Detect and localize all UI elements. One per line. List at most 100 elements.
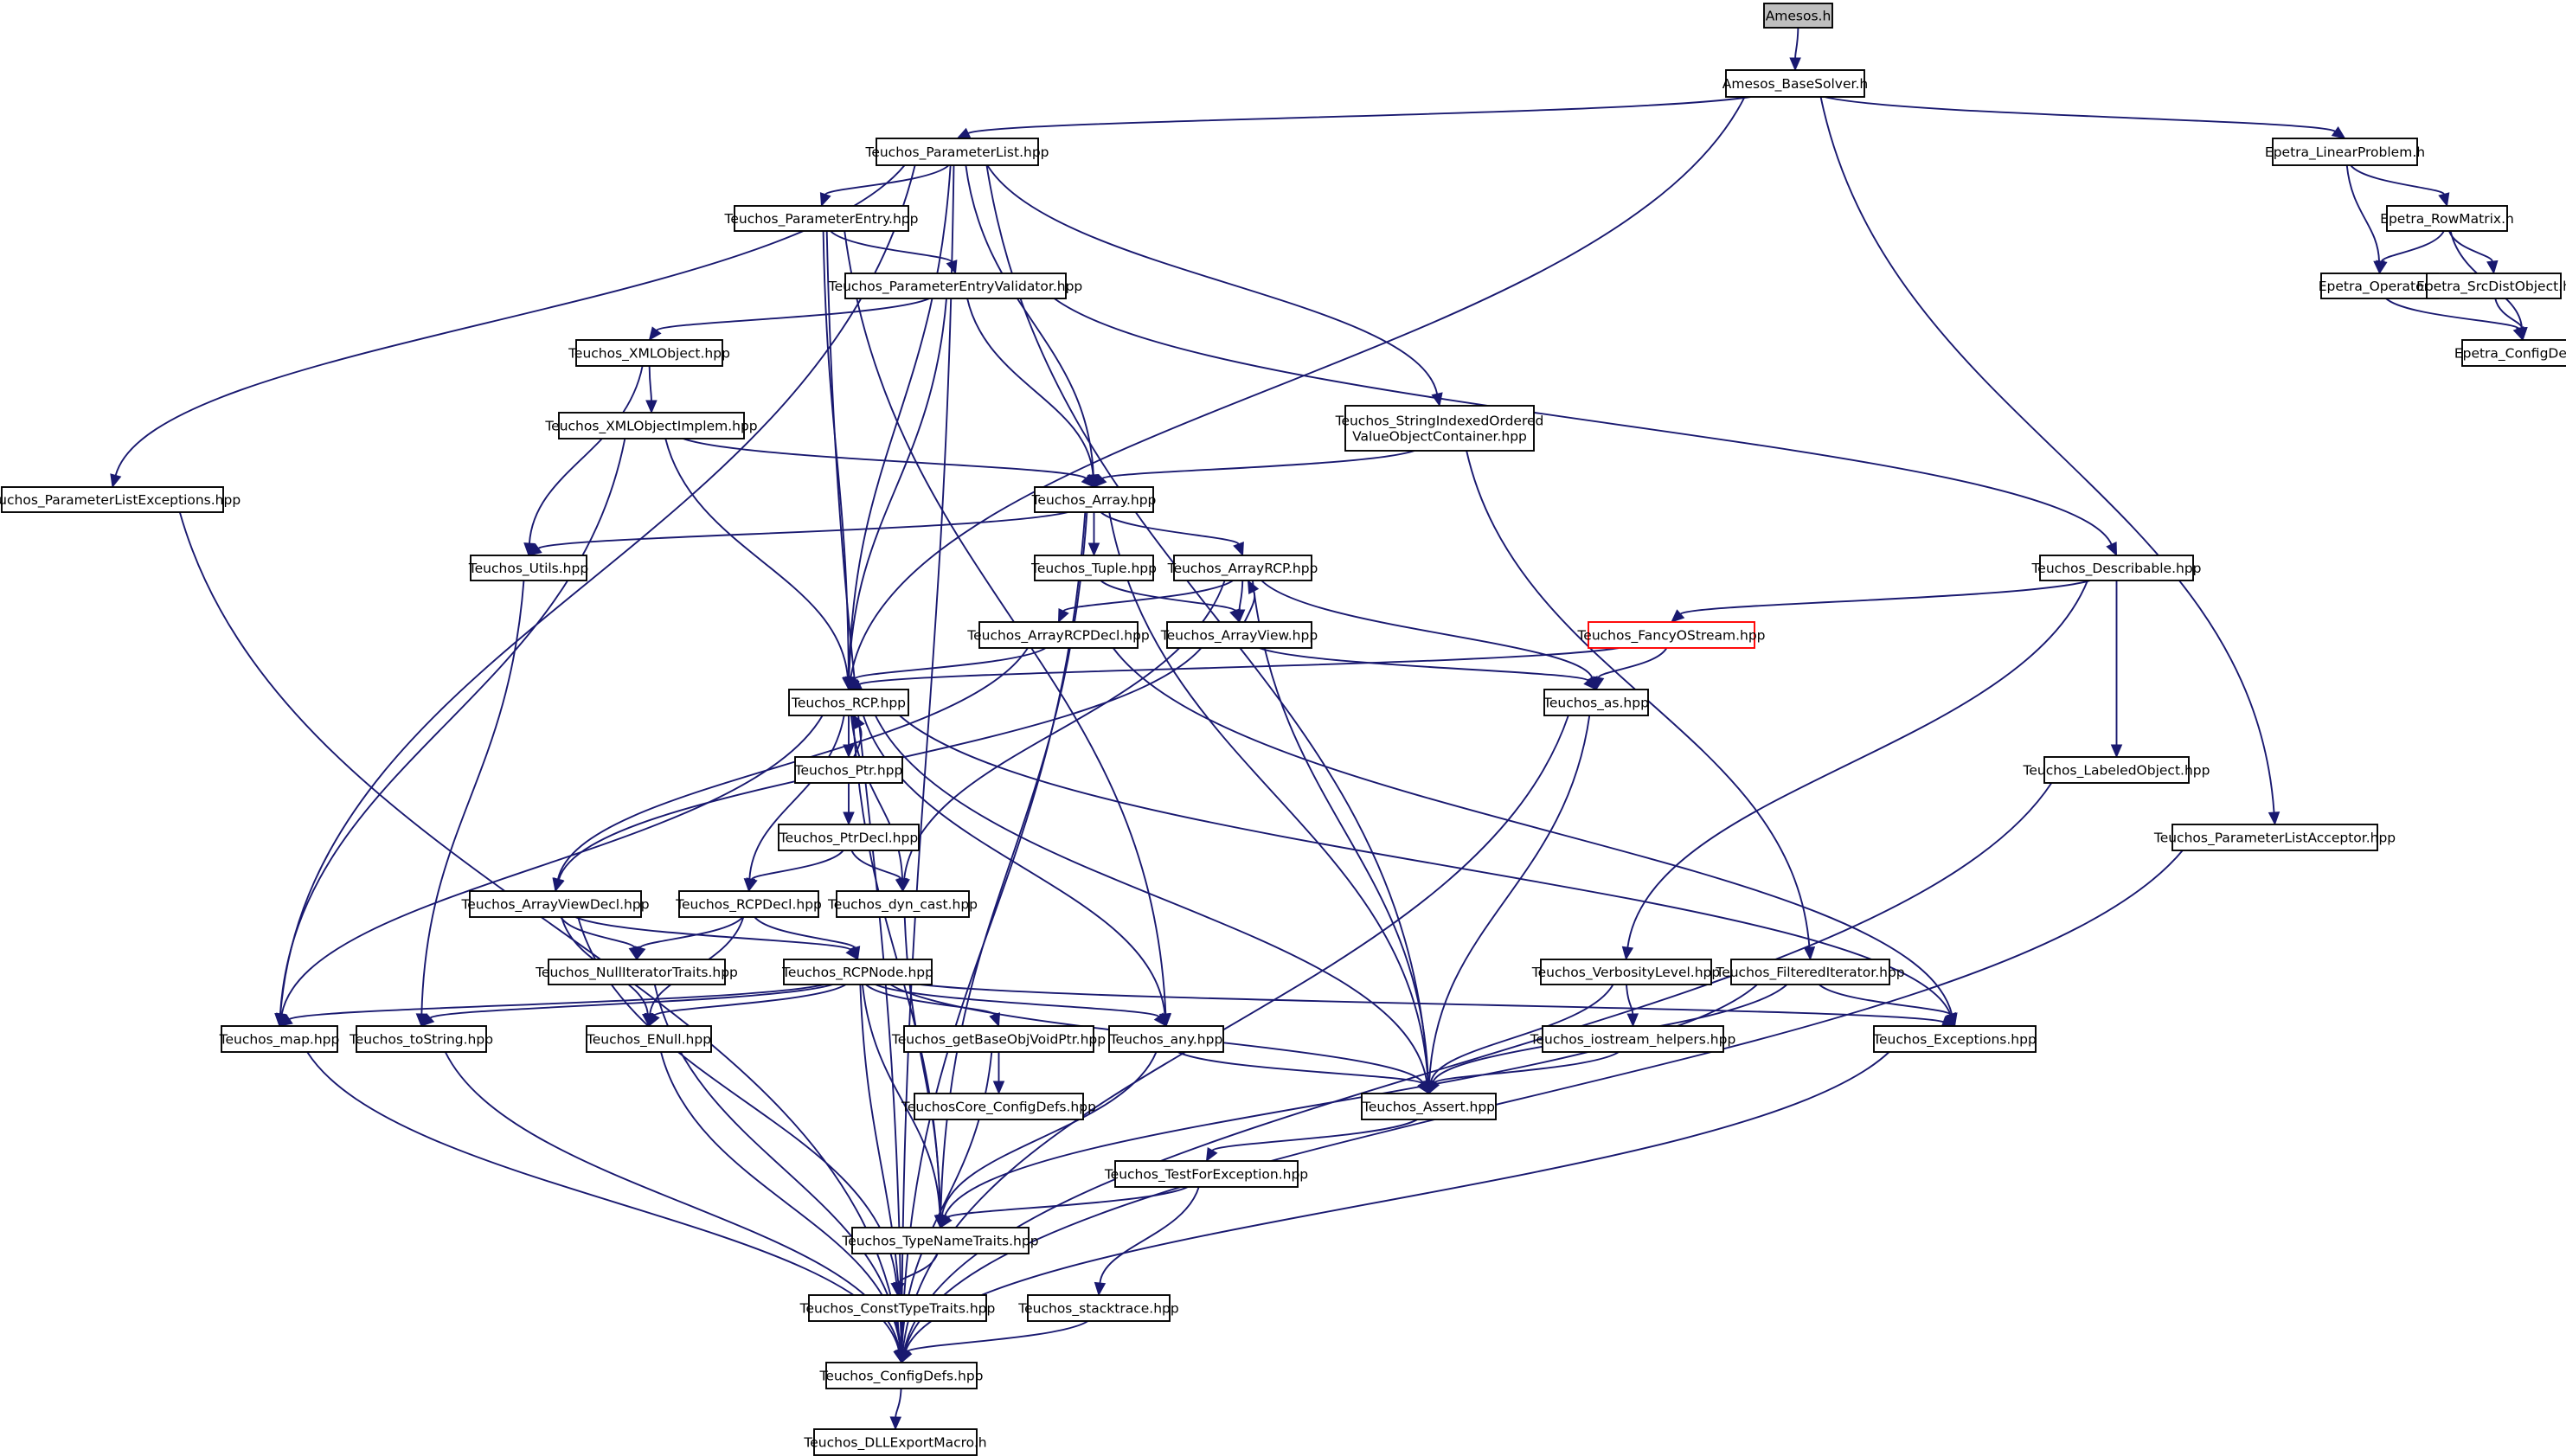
node-label: Teuchos_ArrayRCPDecl.hpp (966, 628, 1150, 645)
edge-line (664, 438, 849, 678)
edge-rcp-to-map (276, 715, 824, 1028)
node-arrayrcp[interactable]: Teuchos_ArrayRCP.hpp (1167, 555, 1318, 581)
edge-iostream-to-assert (1427, 1051, 1620, 1095)
node-label: Teuchos_getBaseObjVoidPtr.hpp (891, 1032, 1106, 1049)
edge-epetra_rowmatrix-to-epetra_operator (2376, 230, 2445, 275)
edge-any-to-assert (1177, 1051, 1430, 1095)
edge-line (1112, 647, 1953, 1015)
node-epetra_operator[interactable]: Epetra_Operator.h (2319, 273, 2441, 299)
arrowhead-icon (523, 542, 536, 557)
node-dyncast[interactable]: Teuchos_dyn_cast.hpp (827, 890, 978, 918)
edge-line (830, 230, 953, 263)
node-xmlobject[interactable]: Teuchos_XMLObject.hpp (568, 339, 730, 367)
node-fancyostream[interactable]: Teuchos_FancyOStream.hpp (1576, 621, 1766, 649)
edge-line (850, 715, 903, 880)
node-box (1873, 1025, 2037, 1053)
node-arrayview[interactable]: Teuchos_ArrayView.hpp (1160, 621, 1318, 649)
node-box (586, 1025, 712, 1053)
node-label: Teuchos_RCP.hpp (791, 696, 906, 712)
node-rcp[interactable]: Teuchos_RCP.hpp (788, 689, 909, 716)
node-stringindexed[interactable]: Teuchos_StringIndexedOrderedValueObjectC… (1335, 405, 1544, 452)
edge-line (859, 647, 1620, 685)
node-ptr[interactable]: Teuchos_Ptr.hpp (794, 756, 903, 784)
node-ptrdecl[interactable]: Teuchos_PtrDecl.hpp (778, 824, 920, 851)
edge-paramentryvalidator-to-xmlobject (648, 298, 930, 342)
edge-line (748, 715, 845, 880)
node-label: Teuchos_LabeledObject.hpp (2023, 763, 2210, 779)
nodes-layer: Amesos.hAmesos_BaseSolver.hTeuchos_Param… (0, 3, 2566, 1456)
arrowhead-icon (1583, 676, 1597, 690)
node-box (221, 1025, 338, 1053)
node-verbosity[interactable]: Teuchos_VerbosityLevel.hpp (1531, 959, 1720, 985)
node-label: Teuchos_iostream_helpers.hpp (1530, 1032, 1736, 1049)
node-paramlist[interactable]: Teuchos_ParameterList.hpp (864, 138, 1049, 166)
node-testforexception[interactable]: Teuchos_TestForException.hpp (1104, 1160, 1308, 1188)
node-epetra_linearproblem[interactable]: Epetra_LinearProblem.h (2265, 138, 2425, 166)
edge-arrayrcpdecl-to-rcp (848, 647, 1047, 691)
edge-paramlistexceptions-to-configdefs (178, 511, 907, 1364)
node-tuple[interactable]: Teuchos_Tuple.hpp (1030, 555, 1157, 581)
node-nulliterator[interactable]: Teuchos_NullIteratorTraits.hpp (535, 959, 738, 985)
node-paramentryvalidator[interactable]: Teuchos_ParameterEntryValidator.hpp (828, 273, 1083, 299)
arrowhead-icon (889, 1416, 901, 1431)
node-box (1730, 959, 1890, 985)
node-typenametraits[interactable]: Teuchos_TypeNameTraits.hpp (841, 1227, 1039, 1254)
edge-paramlist-to-array (965, 164, 1100, 489)
node-filtered[interactable]: Teuchos_FilteredIterator.hpp (1715, 959, 1905, 985)
arrowhead-icon (2486, 260, 2499, 275)
node-describable[interactable]: Teuchos_Describable.hpp (2030, 555, 2202, 581)
node-epetra_rowmatrix[interactable]: Epetra_RowMatrix.h (2380, 205, 2514, 232)
node-xmlobjectimplem[interactable]: Teuchos_XMLObjectImplem.hpp (544, 412, 758, 439)
arrowhead-icon (992, 1081, 1005, 1095)
node-configdefs[interactable]: Teuchos_ConfigDefs.hpp (818, 1362, 984, 1389)
node-enull[interactable]: Teuchos_ENull.hpp (586, 1025, 712, 1053)
node-exceptions[interactable]: Teuchos_Exceptions.hpp (1872, 1025, 2037, 1053)
node-dllexport[interactable]: Teuchos_DLLExportMacro.h (803, 1428, 987, 1456)
node-labeledobject[interactable]: Teuchos_LabeledObject.hpp (2023, 756, 2210, 784)
node-utils[interactable]: Teuchos_Utils.hpp (468, 555, 588, 581)
node-label: Teuchos_Describable.hpp (2030, 561, 2201, 577)
node-paramlistexceptions[interactable]: Teuchos_ParameterListExceptions.hpp (0, 486, 241, 513)
node-paramlistacceptor[interactable]: Teuchos_ParameterListAcceptor.hpp (2153, 824, 2396, 851)
arrowhead-icon (901, 1349, 913, 1364)
node-box (2386, 205, 2508, 232)
node-box (1, 486, 224, 513)
arrowhead-icon (2106, 542, 2118, 557)
arrowhead-icon (634, 946, 646, 961)
arrowhead-icon (278, 1014, 293, 1027)
node-label: Teuchos_stacktrace.hpp (1017, 1301, 1178, 1318)
edge-paramlist-to-configdefs (895, 164, 955, 1364)
node-getbaseobj[interactable]: Teuchos_getBaseObjVoidPtr.hpp (891, 1025, 1106, 1053)
node-paramentry[interactable]: Teuchos_ParameterEntry.hpp (724, 205, 919, 232)
arrowhead-icon (1427, 1080, 1440, 1095)
node-stacktrace[interactable]: Teuchos_stacktrace.hpp (1017, 1294, 1179, 1322)
node-any[interactable]: Teuchos_any.hpp (1108, 1025, 1224, 1053)
node-epetra_srcdistobject[interactable]: Epetra_SrcDistObject.h (2416, 273, 2566, 299)
node-box (783, 959, 933, 985)
node-iostream[interactable]: Teuchos_iostream_helpers.hpp (1530, 1025, 1736, 1053)
edge-rcp-to-ptr (843, 715, 855, 759)
node-assert[interactable]: Teuchos_Assert.hpp (1361, 1093, 1497, 1120)
node-array[interactable]: Teuchos_Array.hpp (1031, 486, 1157, 513)
node-as[interactable]: Teuchos_as.hpp (1543, 689, 1649, 716)
edge-line (638, 916, 744, 949)
node-amesos_h[interactable]: Amesos.h (1763, 3, 1833, 29)
node-consttypetraits[interactable]: Teuchos_ConstTypeTraits.hpp (799, 1294, 996, 1322)
node-coreconfig[interactable]: TeuchosCore_ConfigDefs.hpp (901, 1093, 1096, 1120)
edge-fancyostream-to-as (1593, 647, 1668, 691)
node-arrayviewdecl[interactable]: Teuchos_ArrayViewDecl.hpp (460, 890, 650, 918)
node-box (1763, 3, 1833, 29)
node-map[interactable]: Teuchos_map.hpp (219, 1025, 340, 1053)
edge-fancyostream-to-rcp (847, 647, 1620, 690)
node-label: Teuchos_ParameterList.hpp (864, 144, 1049, 161)
node-label: Teuchos_ConstTypeTraits.hpp (799, 1301, 996, 1318)
node-rcpdecl[interactable]: Teuchos_RCPDecl.hpp (675, 890, 822, 918)
node-box (356, 1025, 487, 1053)
node-rcpnode[interactable]: Teuchos_RCPNode.hpp (781, 959, 933, 985)
node-amesos_basesolver[interactable]: Amesos_BaseSolver.h (1722, 69, 1868, 98)
node-epetra_configdefs[interactable]: Epetra_ConfigDefs.h (2454, 339, 2566, 367)
node-tostring[interactable]: Teuchos_toString.hpp (349, 1025, 493, 1053)
node-label: Teuchos_ArrayView.hpp (1160, 628, 1318, 645)
node-arrayrcpdecl[interactable]: Teuchos_ArrayRCPDecl.hpp (966, 621, 1150, 649)
node-box (794, 756, 903, 784)
